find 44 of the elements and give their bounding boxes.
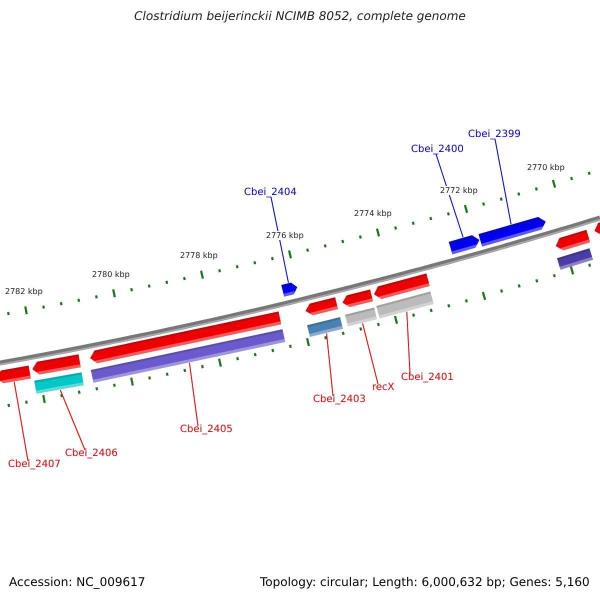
gene-bar [307,317,343,337]
leader-line [60,389,86,450]
gene-label: Cbei_2407 [8,459,61,470]
gene-feature [478,216,546,247]
accession-text: Accession: NC_009617 [9,575,146,589]
gene-label: Cbei_2406 [65,448,118,459]
gene-label: recX [372,382,394,393]
leader-line [362,322,378,384]
leader-line [188,362,198,426]
gene-feature [90,311,282,364]
gene-feature [0,366,31,384]
scale-label: 2778 kbp [180,251,218,260]
gene-label: Cbei_2401 [401,372,454,383]
scale-label: 2770 kbp [527,163,565,172]
gene-bar [557,248,593,270]
gene-feature [448,234,480,254]
gene-bar [34,372,84,394]
gene-feature [556,230,590,252]
map-title: Clostridium beijerinckii NCIMB 8052, complete genome [133,9,467,23]
gene-label: Cbei_2405 [180,424,233,435]
scale-label: 2772 kbp [440,186,478,195]
gene-bar [90,329,286,383]
scale-label: 2780 kbp [92,270,130,279]
scale-label: 2782 kbp [5,287,43,296]
leader-line [406,311,410,374]
gene-feature [281,282,298,297]
gene-feature [305,297,338,316]
leader-line [494,138,512,225]
leader-line [326,332,334,396]
gene-label: Cbei_2399 [468,129,521,140]
gene-feature [342,290,373,308]
gene-label: Cbei_2403 [313,394,366,405]
genome-summary: Topology: circular; Length: 6,000,632 bp; Genes: 5,160 [260,575,590,589]
gene-bar [376,291,434,319]
gene-bar [345,308,377,326]
leader-line [270,196,289,284]
gene-feature [374,273,430,300]
leader-line [14,381,28,462]
gene-label: Cbei_2400 [411,144,464,155]
scale-label: 2774 kbp [354,209,392,218]
gene-feature [32,354,81,375]
gene-label: Cbei_2404 [244,187,297,198]
leader-line [436,154,464,238]
scale-label: 2776 kbp [266,231,304,240]
